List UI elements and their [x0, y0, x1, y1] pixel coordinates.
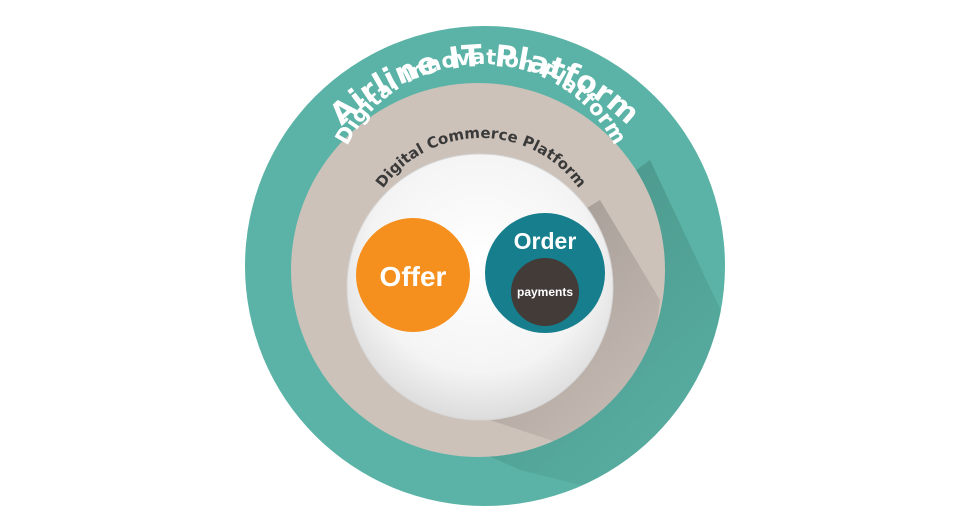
- offer-label: Offer: [380, 261, 447, 292]
- offer-circle: [356, 218, 470, 332]
- payments-circle: [511, 258, 579, 326]
- payments-label: payments: [517, 285, 573, 299]
- order-label: Order: [514, 228, 577, 254]
